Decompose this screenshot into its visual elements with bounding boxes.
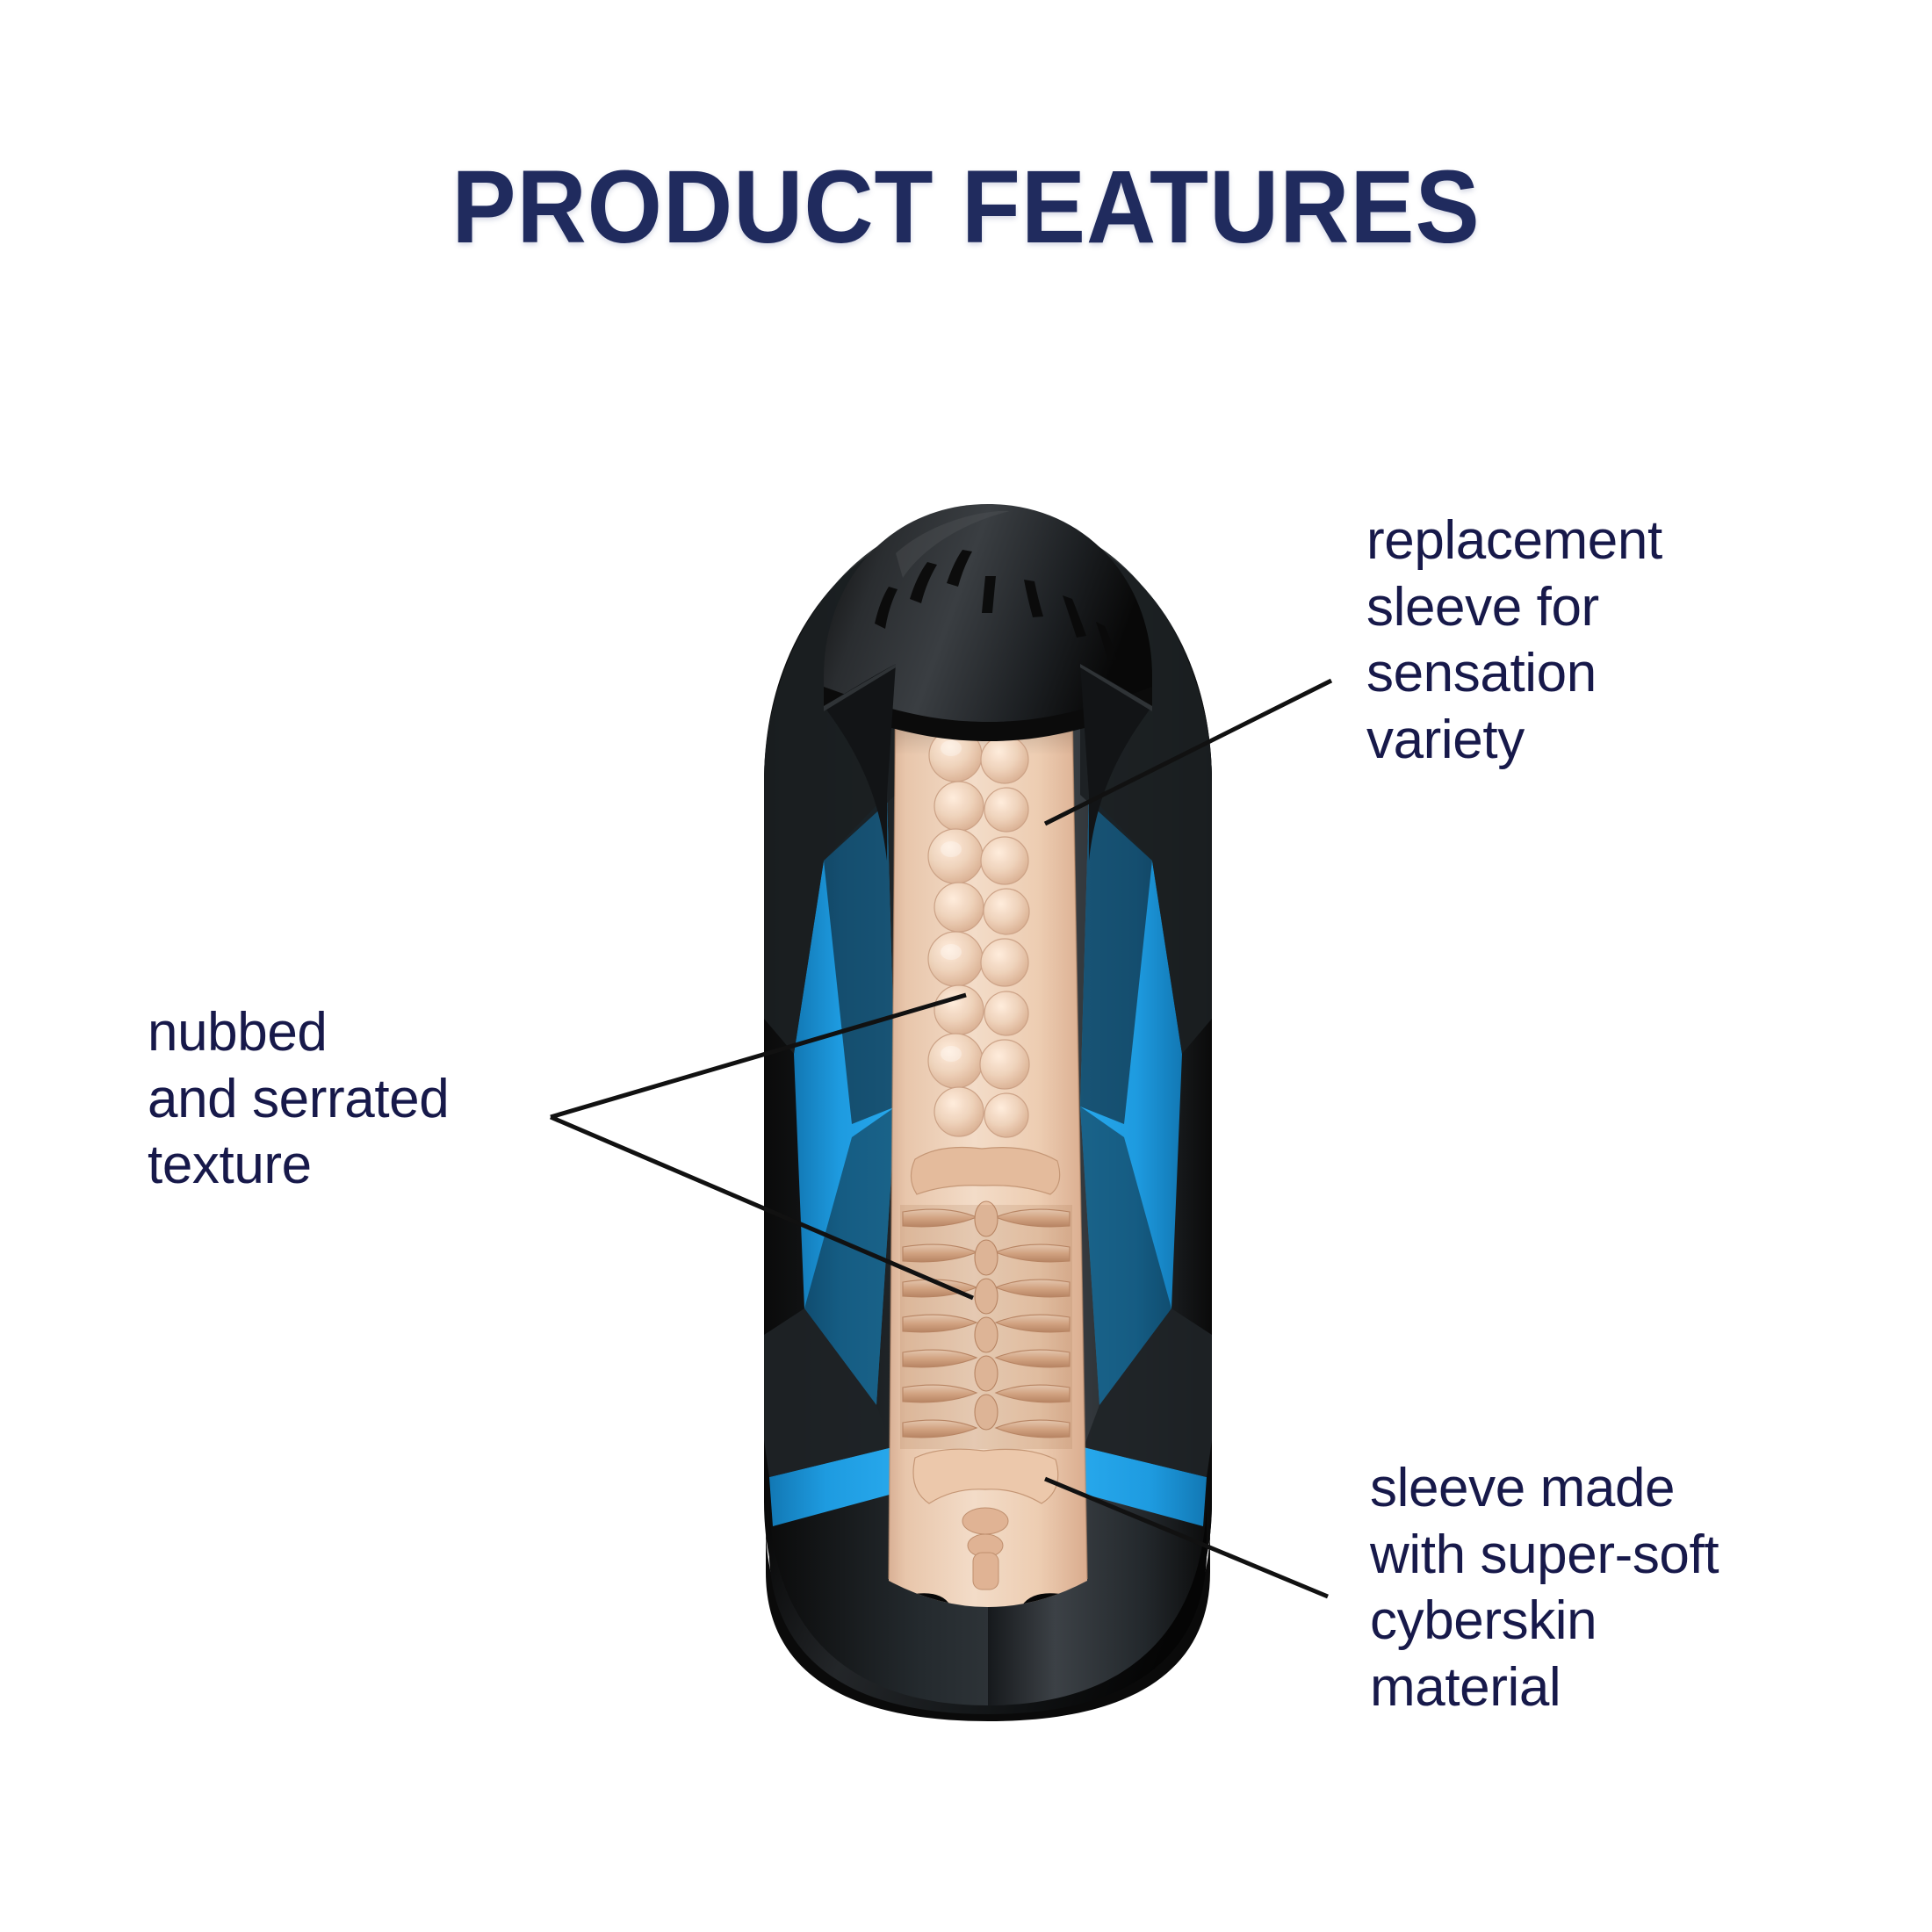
inner-sleeve [889,659,1087,1607]
nubbed-texture-zone [927,683,1030,1138]
product-illustration [720,492,1256,1730]
callout-label-replacement-sleeve: replacement sleeve for sensation variety [1366,510,1662,770]
callout-label-nubbed-texture: nubbed and serrated texture [148,1002,450,1196]
blue-accent-panel-right [1080,795,1182,1405]
blue-stripe-left [769,1447,896,1526]
page-title: PRODUCT FEATURES [451,149,1481,265]
callout-label-cyberskin-material: sleeve made with super-soft cyberskin ma… [1370,1458,1719,1718]
serrated-texture-zone [900,1200,1072,1449]
